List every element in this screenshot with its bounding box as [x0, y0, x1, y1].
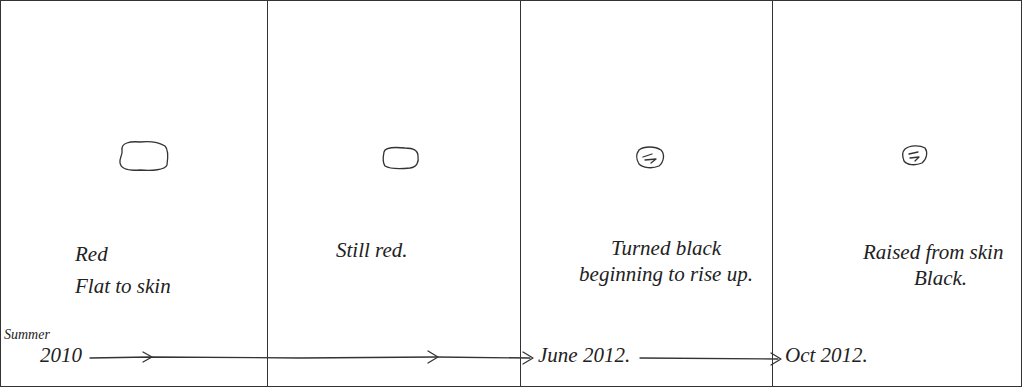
- panel-note: Still red.: [336, 237, 506, 263]
- lesion-texture: [643, 154, 656, 163]
- timeline-line: [90, 357, 530, 358]
- timeline-arrowhead: [143, 352, 152, 362]
- panel-note: Raised from skin: [863, 239, 1018, 265]
- panel-note: Turned black beginning to rise up.: [571, 235, 761, 287]
- lesion-sketch: [637, 147, 664, 168]
- panel-note: Black.: [914, 265, 1014, 291]
- timeline-date: June 2012.: [538, 343, 630, 367]
- timeline-panel: Raised from skinBlack.: [772, 0, 1022, 387]
- lesion-sketch: [383, 147, 418, 168]
- panel-note: Flat to skin: [75, 273, 245, 299]
- timeline-arrowhead: [523, 352, 533, 364]
- timeline-date: 2010: [40, 343, 82, 367]
- timeline-line: [640, 358, 778, 359]
- lesion-sketch: [120, 142, 168, 171]
- timeline-date: Oct 2012.: [785, 343, 868, 367]
- lesion-texture: [909, 152, 919, 161]
- timeline-arrowhead: [428, 351, 438, 363]
- lesion-sketch: [903, 146, 927, 165]
- timeline-panel: Turned black beginning to rise up.: [520, 0, 773, 387]
- timeline-panel: Still red.: [267, 0, 521, 387]
- panel-note: Red: [75, 241, 245, 267]
